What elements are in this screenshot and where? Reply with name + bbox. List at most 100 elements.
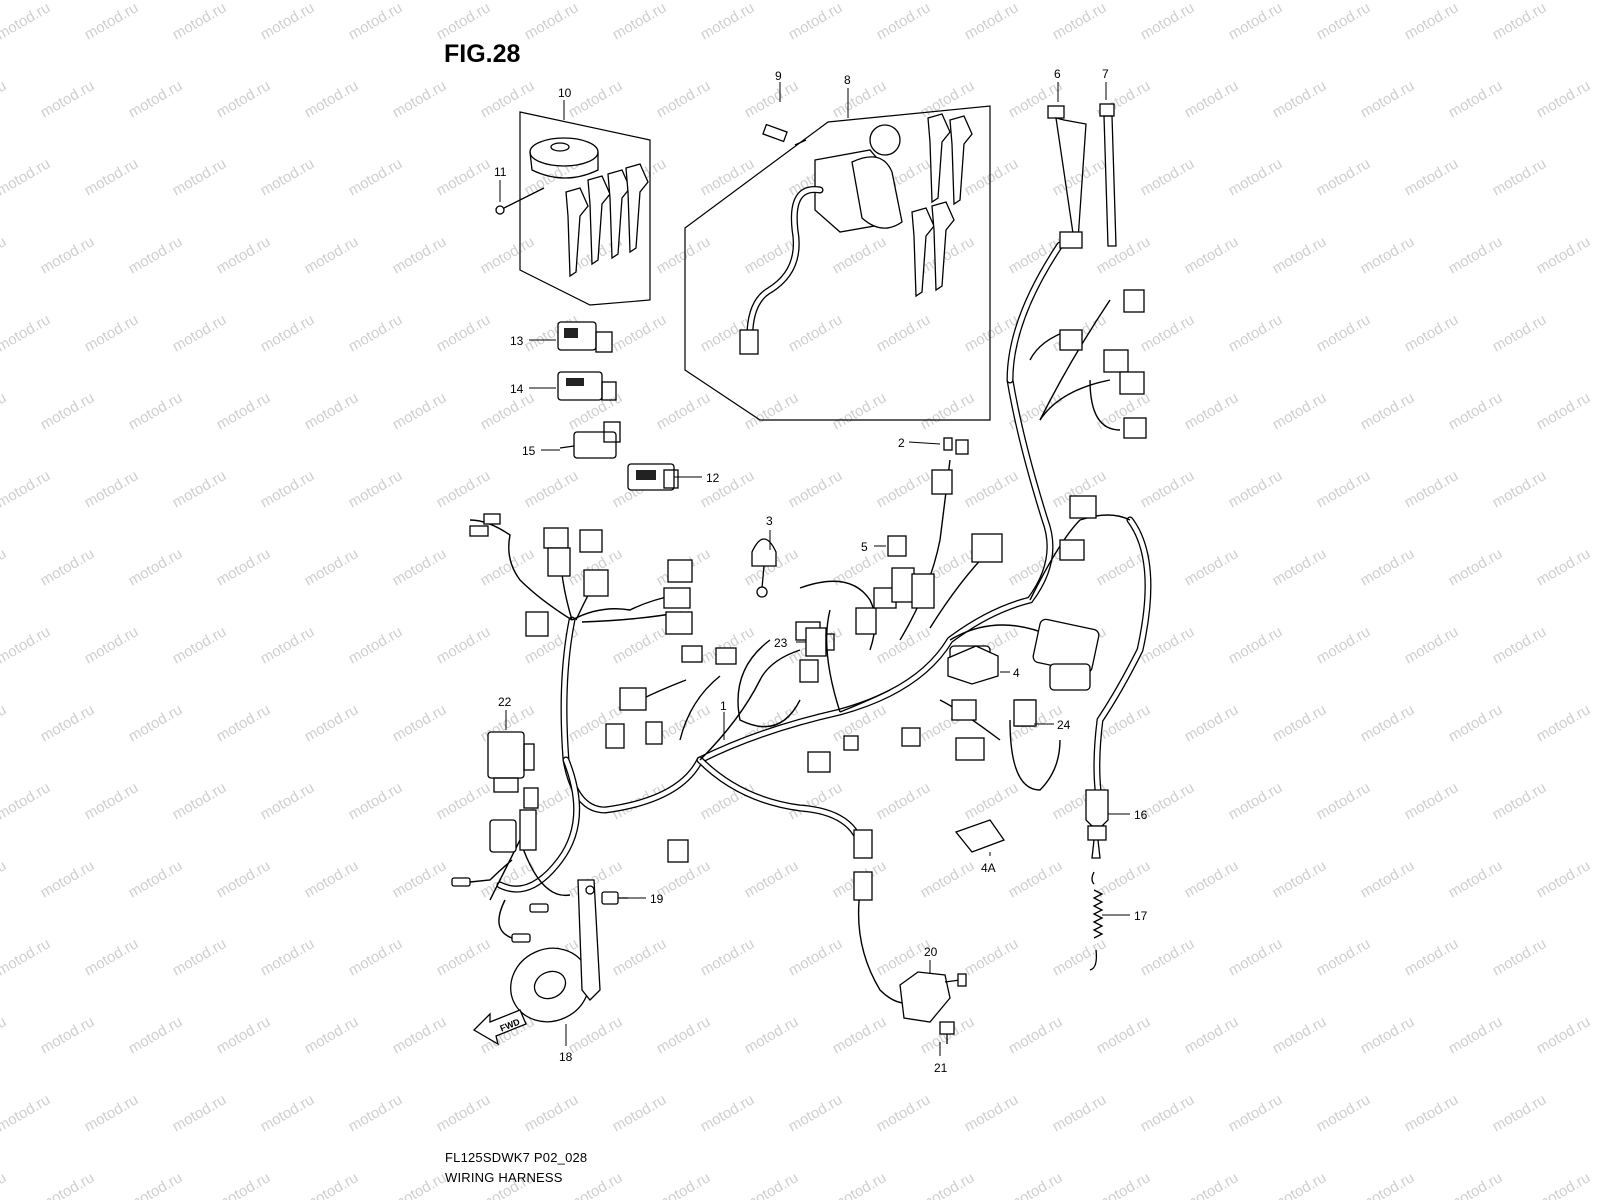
horn-leads xyxy=(451,787,549,943)
part-22-relay xyxy=(487,731,535,793)
watermark-text: motod.ru xyxy=(82,935,142,979)
watermark-text: motod.ru xyxy=(38,545,98,589)
watermark-text: motod.ru xyxy=(1534,389,1594,433)
watermark-text: motod.ru xyxy=(390,1013,450,1057)
watermark-text: motod.ru xyxy=(478,545,538,589)
part-5-connector xyxy=(887,535,907,557)
part-21-screw xyxy=(939,1021,955,1044)
switch-connector xyxy=(739,329,759,355)
watermark-text: motod.ru xyxy=(82,155,142,199)
watermark-text: motod.ru xyxy=(522,1091,582,1135)
watermark-text: motod.ru xyxy=(918,389,978,433)
watermark-text: motod.ru xyxy=(258,779,318,823)
watermark-text: motod.ru xyxy=(1402,311,1462,355)
watermark-text: motod.ru xyxy=(346,623,406,667)
watermark-text: motod.ru xyxy=(742,857,802,901)
watermark-text: motod.ru xyxy=(1314,0,1374,43)
watermark-text: motod.ru xyxy=(0,623,53,667)
watermark-text: motod.ru xyxy=(1050,1091,1110,1135)
watermark-text: motod.ru xyxy=(126,233,186,277)
watermark-text: motod.ru xyxy=(258,155,318,199)
watermark-text: motod.ru xyxy=(786,935,846,979)
watermark-text: motod.ru xyxy=(610,311,670,355)
watermark-text: motod.ru xyxy=(126,1169,186,1200)
watermark-text: motod.ru xyxy=(1314,155,1374,199)
watermark-text: motod.ru xyxy=(962,467,1022,511)
watermark-text: motod.ru xyxy=(1138,467,1198,511)
callout-20: 20 xyxy=(924,945,938,959)
callout-5: 5 xyxy=(861,540,868,554)
watermark-text: motod.ru xyxy=(610,623,670,667)
watermark-text: motod.ru xyxy=(1138,155,1198,199)
watermark-text: motod.ru xyxy=(1402,779,1462,823)
watermark-text: motod.ru xyxy=(38,233,98,277)
watermark-text: motod.ru xyxy=(1270,857,1330,901)
part-15-coupler xyxy=(559,421,621,459)
watermark-text: motod.ru xyxy=(742,1013,802,1057)
watermark-text: motod.ru xyxy=(0,467,53,511)
watermark-text: motod.ru xyxy=(1314,467,1374,511)
watermark-text: motod.ru xyxy=(38,701,98,745)
watermark-text: motod.ru xyxy=(1402,935,1462,979)
watermark-text: motod.ru xyxy=(0,545,9,589)
callout-14: 14 xyxy=(510,382,524,396)
watermark-text: motod.ru xyxy=(390,857,450,901)
watermark-text: motod.ru xyxy=(82,1091,142,1135)
watermark-text: motod.ru xyxy=(654,77,714,121)
watermark-text: motod.ru xyxy=(1534,857,1594,901)
watermark-text: motod.ru xyxy=(1094,857,1154,901)
watermark-text: motod.ru xyxy=(1534,233,1594,277)
watermark-text: motod.ru xyxy=(786,1091,846,1135)
ignition-set-box xyxy=(684,105,991,421)
watermark-text: motod.ru xyxy=(0,779,53,823)
watermark-text: motod.ru xyxy=(346,467,406,511)
lock-set-box xyxy=(519,111,651,306)
watermark-text: motod.ru xyxy=(1138,935,1198,979)
watermark-text: motod.ru xyxy=(214,389,274,433)
watermark-text: motod.ru xyxy=(1314,623,1374,667)
watermark-text: motod.ru xyxy=(874,311,934,355)
watermark-text: motod.ru xyxy=(82,779,142,823)
watermark-text: motod.ru xyxy=(1490,467,1550,511)
watermark-text: motod.ru xyxy=(742,77,802,121)
callout-17: 17 xyxy=(1134,909,1148,923)
lock-body xyxy=(529,137,599,167)
figure-title: FIG.28 xyxy=(444,40,521,68)
watermark-text: motod.ru xyxy=(962,935,1022,979)
callout-18: 18 xyxy=(559,1050,573,1064)
watermark-text: motod.ru xyxy=(1358,701,1418,745)
watermark-text: motod.ru xyxy=(346,1091,406,1135)
watermark-text: motod.ru xyxy=(698,1091,758,1135)
part-2-fuse xyxy=(943,437,969,455)
watermark-text: motod.ru xyxy=(1182,1013,1242,1057)
watermark-text: motod.ru xyxy=(654,233,714,277)
part-16-switch-sensor xyxy=(1085,789,1109,859)
watermark-text: motod.ru xyxy=(302,77,362,121)
watermark-text: motod.ru xyxy=(1050,935,1110,979)
watermark-text: motod.ru xyxy=(1006,1013,1066,1057)
watermark-text: motod.ru xyxy=(258,0,318,43)
watermark-text: motod.ru xyxy=(434,1091,494,1135)
watermark-text: motod.ru xyxy=(1270,233,1330,277)
watermark-text: motod.ru xyxy=(126,545,186,589)
watermark-text: motod.ru xyxy=(214,1169,274,1200)
watermark-text: motod.ru xyxy=(302,545,362,589)
watermark-text: motod.ru xyxy=(1182,545,1242,589)
callout-19: 19 xyxy=(650,892,664,906)
watermark-text: motod.ru xyxy=(1226,623,1286,667)
watermark-text: motod.ru xyxy=(830,233,890,277)
watermark-text: motod.ru xyxy=(830,77,890,121)
watermark-text: motod.ru xyxy=(830,1169,890,1200)
watermark-text: motod.ru xyxy=(654,1013,714,1057)
watermark-text: motod.ru xyxy=(0,233,9,277)
watermark-text: motod.ru xyxy=(654,1169,714,1200)
watermark-text: motod.ru xyxy=(434,155,494,199)
watermark-text: motod.ru xyxy=(1006,1169,1066,1200)
watermark-text: motod.ru xyxy=(0,1013,9,1057)
watermark-text: motod.ru xyxy=(258,1091,318,1135)
watermark-text: motod.ru xyxy=(434,0,494,43)
watermark-text: motod.ru xyxy=(1446,389,1506,433)
watermark-text: motod.ru xyxy=(390,233,450,277)
watermark-text: motod.ru xyxy=(698,0,758,43)
watermark-text: motod.ru xyxy=(1226,311,1286,355)
